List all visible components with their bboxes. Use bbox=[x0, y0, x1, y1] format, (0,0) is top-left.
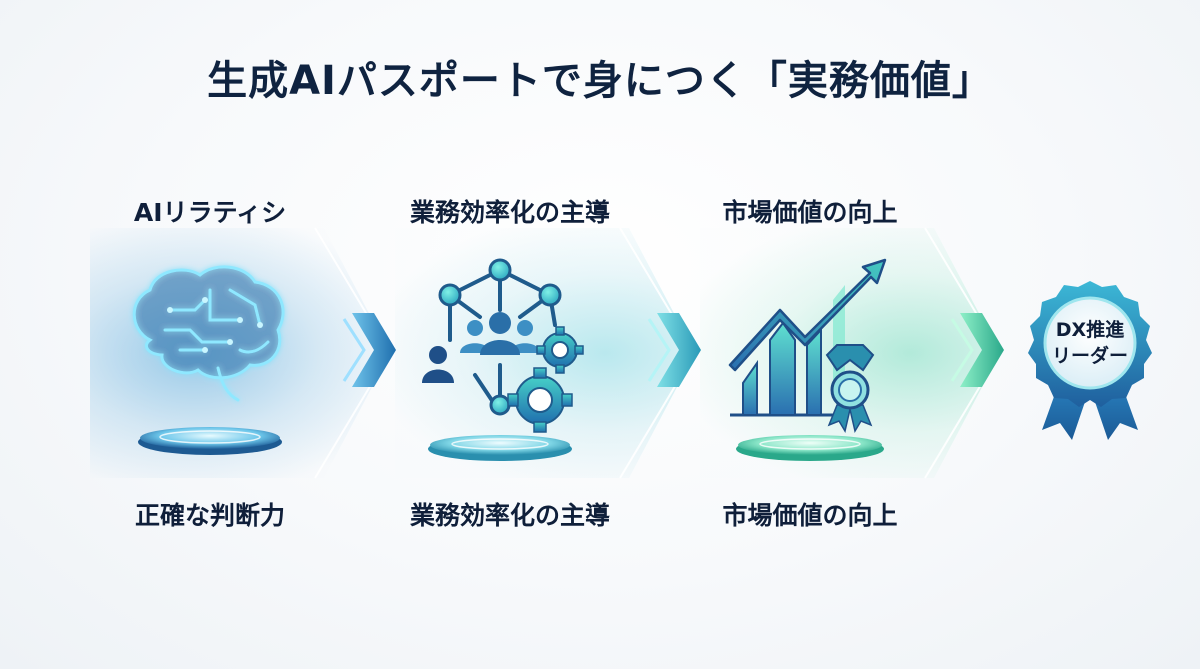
step-3-top-label: 市場価値の向上 bbox=[722, 198, 898, 227]
step-3-bottom-label: 市場価値の向上 bbox=[722, 501, 898, 530]
chevron-right-icon bbox=[647, 313, 701, 387]
badge-line-1: DX推進 bbox=[1055, 319, 1125, 341]
goal-badge: DX推進 リーダー bbox=[1010, 275, 1170, 445]
step-1-bottom-label: 正確な判断力 bbox=[134, 501, 285, 530]
step-2-top-label: 業務効率化の主導 bbox=[409, 198, 610, 227]
award-rosette-icon bbox=[1028, 281, 1152, 440]
chevron-right-icon bbox=[342, 313, 396, 387]
team-network-gears-icon bbox=[422, 258, 584, 461]
page-title: 生成AIパスポートで身につく「実務価値」 bbox=[207, 58, 993, 104]
step-1-top-label: AIリラティシ bbox=[133, 198, 287, 227]
badge-line-2: リーダー bbox=[1051, 345, 1128, 367]
step-2-bottom-label: 業務効率化の主導 bbox=[409, 501, 610, 530]
growth-chart-medal-icon bbox=[728, 258, 887, 461]
chevron-right-icon bbox=[950, 313, 1004, 387]
brain-circuit-icon bbox=[132, 265, 285, 455]
